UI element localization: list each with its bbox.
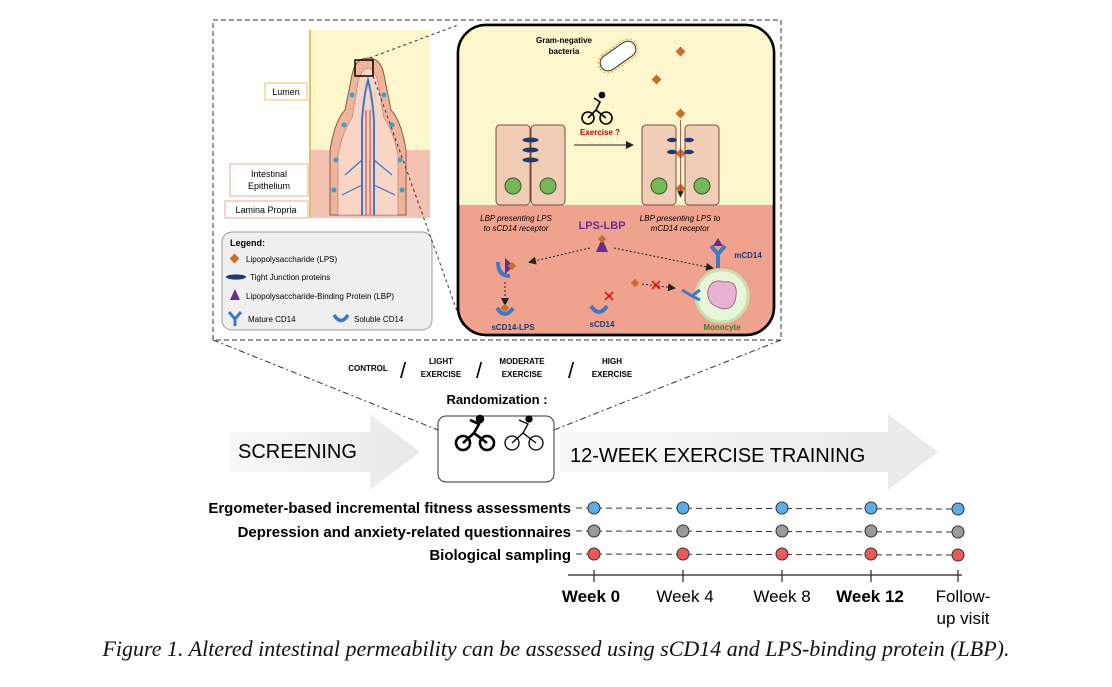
lbp-scd14-caption-1: LBP presenting LPS [480,214,552,223]
group-high-1: HIGH [602,357,622,366]
group-light-2: EXERCISE [421,370,462,379]
outer-dashed-frame [212,19,782,341]
scd14-lps-label: sCD14-LPS [491,323,535,332]
fitness-schedule [575,501,965,516]
training-arrow [560,414,938,490]
svg-text:/: / [400,358,407,383]
figure-caption: Figure 1. Altered intestinal permeabilit… [102,636,1010,661]
epithelium-label-2: Epithelium [248,181,290,191]
group-light-1: LIGHT [429,357,453,366]
time-axis [568,570,962,582]
lbp-mcd14-caption-1: LBP presenting LPS to [640,214,721,223]
legend-lbp: Lipopolysaccharide-Binding Protein (LBP) [246,292,394,301]
scd14-lbp-complex [496,258,517,278]
exercise-question: Exercise ? [580,128,620,137]
cyclist-icon [581,91,613,125]
cyclist-icon-bold [454,414,496,452]
tight-junction-icon [226,274,246,280]
svg-text:/: / [476,358,483,383]
free-lps-molecules [651,46,686,194]
scd14-label: sCD14 [590,320,615,329]
tick-week-0: Week 0 [562,587,620,606]
group-control: CONTROL [348,364,388,373]
lumen-label: Lumen [272,87,300,97]
scd14-lps-complex [495,303,515,316]
epithelium-label-box [229,163,309,197]
lps-diamond-icon [229,253,240,264]
row-label-sampling: Biological sampling [429,547,571,564]
monocyte-label: Monocyte [703,323,741,332]
legend-soluble-cd14: Soluble CD14 [354,315,404,324]
tick-week-8: Week 8 [753,587,810,606]
lbp-icon [230,289,240,300]
tick-week-12: Week 12 [836,587,904,606]
lumen-label-box [264,82,308,101]
epithelial-cells-leaky [641,120,720,206]
bacteria-label-2: bacteria [549,47,580,56]
screening-label: SCREENING [238,441,357,463]
lbp-mcd14-caption-2: mCD14 receptor [651,224,710,233]
lps-lbp-complex-icon [596,238,608,252]
study-groups: CONTROL / LIGHT EXERCISE / MODERATE EXER… [348,357,633,383]
svg-text:/: / [568,358,575,383]
screening-arrow [230,414,420,490]
tick-follow-up-1: Follow- [936,587,991,606]
group-moderate-2: EXERCISE [502,370,543,379]
mcd14-label: mCD14 [734,251,762,260]
legend-lps: Lipopolysaccharide (LPS) [246,255,337,264]
row-label-fitness: Ergometer-based incremental fitness asse… [208,500,571,517]
questionnaire-schedule [575,524,965,539]
legend-title: Legend: [230,238,265,248]
group-moderate-1: MODERATE [499,357,545,366]
soluble-cd14-icon [332,313,350,323]
monocyte-cell [681,268,750,324]
legend-mature-cd14: Mature CD14 [248,315,296,324]
lbp-scd14-caption-2: to sCD14 receptor [484,224,549,233]
mcd14-receptor [709,238,727,268]
legend-box [221,231,433,331]
villus-anatomy [309,30,430,218]
lamina-label: Lamina Propria [235,205,296,215]
row-label-questionnaires: Depression and anxiety-related questionn… [238,524,571,541]
training-label: 12-WEEK EXERCISE TRAINING [570,445,865,467]
sampling-schedule [575,547,965,562]
gram-negative-bacterium [597,38,639,74]
lps-molecule [630,278,640,288]
epithelium-label-1: Intestinal [251,169,287,179]
scd14-icon [589,304,609,314]
randomization-label: Randomization : [446,392,547,407]
tick-week-4: Week 4 [656,587,713,606]
bacteria-label-1: Gram-negative [536,36,593,45]
cyclist-icon-light [504,415,544,451]
randomization-box [437,415,555,483]
lamina-label-box [224,200,309,219]
group-high-2: EXERCISE [592,370,633,379]
epithelial-cells-intact [495,124,566,206]
tick-follow-up-2: up visit [937,609,990,628]
legend: Legend: Lipopolysaccharide (LPS) Tight J… [221,231,433,331]
lps-lbp-label: LPS-LBP [578,220,625,232]
legend-tight-junction: Tight Junction proteins [250,273,330,282]
mature-cd14-icon [227,311,243,326]
